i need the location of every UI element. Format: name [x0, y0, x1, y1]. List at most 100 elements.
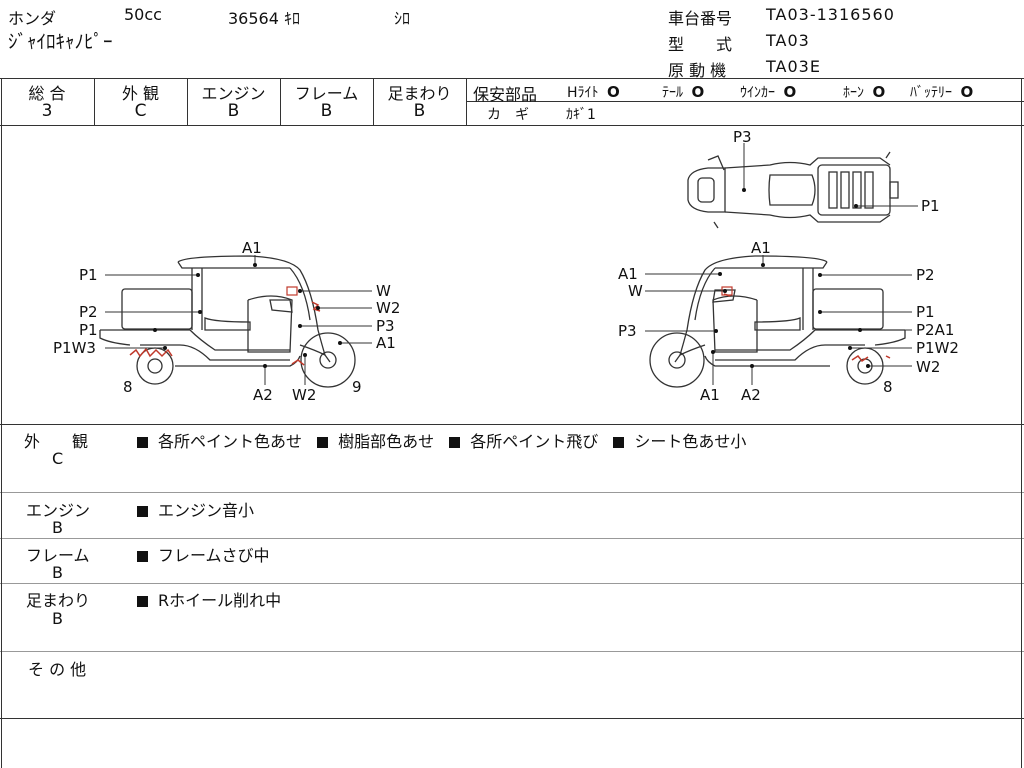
remark-items-engine: エンジン音小 [137, 497, 264, 521]
mileage: 36564 ｷﾛ [228, 9, 300, 28]
scooter-top-view [687, 151, 899, 229]
chassis-label: 車台番号 [668, 9, 733, 28]
divider [0, 492, 1024, 493]
bullet-icon [449, 437, 461, 448]
diagram-label: P1W3 [53, 339, 96, 357]
check-mark: O [606, 83, 620, 101]
diagram-label: P1 [79, 266, 98, 284]
divider [1021, 78, 1022, 768]
bullet-icon [317, 437, 329, 448]
divider [94, 78, 95, 125]
remark-title-suspension: 足まわり [26, 591, 91, 610]
diagram-label: 8 [883, 378, 893, 396]
divider [280, 78, 281, 125]
grade-exterior: C [134, 101, 147, 121]
safety-item-headlight: Hﾗｲﾄ O [567, 83, 620, 101]
model-name: ｼﾞｬｲﾛｷｬﾉﾋﾟｰ [8, 31, 113, 53]
grade-engine: B [227, 101, 240, 121]
divider [373, 78, 374, 125]
check-mark: O [691, 83, 705, 101]
diagram-label: W [628, 282, 643, 300]
remark-title-frame: フレーム [26, 546, 90, 565]
diagram-label: A1 [242, 239, 262, 257]
damage-box [286, 286, 298, 296]
grade-frame: B [320, 101, 333, 121]
bullet-icon [137, 506, 148, 517]
divider [0, 78, 1024, 79]
diagram-label: A1 [751, 239, 771, 257]
diagram-label: W [376, 282, 391, 300]
grade-header-exterior: 外 観 [121, 84, 160, 103]
diagram-label: P2 [79, 303, 98, 321]
engine-label: 原 動 機 [668, 61, 727, 80]
safety-item-horn: ﾎｰﾝ O [843, 83, 886, 101]
key-value: ｶｷﾞ1 [566, 107, 596, 123]
engine-value: TA03E [766, 57, 821, 76]
remark-title-exterior: 外 観 [24, 432, 89, 451]
remark-title-other: そ の 他 [28, 660, 87, 679]
divider [467, 101, 1024, 102]
diagram-label: P2A1 [916, 321, 955, 339]
grade-header-suspension: 足まわり [387, 84, 452, 103]
diagram-label: P3 [376, 317, 395, 335]
remark-items-suspension: Rホイール削れ中 [137, 587, 291, 611]
divider [0, 583, 1024, 584]
diagram-label: A1 [700, 386, 720, 404]
diagram-label: P1 [79, 321, 98, 339]
color: ｼﾛ [394, 9, 411, 28]
bullet-icon [137, 551, 148, 562]
maker: ホンダ [8, 9, 57, 28]
divider [1, 78, 2, 768]
check-mark: O [783, 83, 797, 101]
diagram-label: P1 [916, 303, 935, 321]
grade-header-engine: エンジン [201, 84, 266, 103]
safety-item-taillight: ﾃｰﾙ O [662, 83, 705, 101]
diagram-label: P3 [618, 322, 637, 340]
type-label: 型 式 [668, 35, 733, 54]
scooter-side-view-left [99, 255, 356, 388]
check-mark: O [960, 83, 974, 101]
diagram-label: P1W2 [916, 339, 959, 357]
divider [0, 424, 1024, 425]
damage-marks [129, 293, 891, 366]
diagram-label: A1 [618, 265, 638, 283]
key-label: カ ギ [487, 107, 529, 123]
grade-header-overall: 総 合 [28, 84, 66, 103]
chassis-value: TA03-1316560 [766, 5, 895, 24]
check-mark: O [872, 83, 886, 101]
remark-grade-exterior: C [52, 449, 64, 468]
diagram-label: W2 [292, 386, 317, 404]
leader-dots [153, 188, 870, 368]
diagram-label: A2 [741, 386, 761, 404]
diagram-label: 8 [123, 378, 133, 396]
bullet-icon [137, 596, 148, 607]
grade-suspension: B [413, 101, 426, 121]
divider [0, 125, 1024, 126]
remark-items-exterior: 各所ペイント色あせ 樹脂部色あせ 各所ペイント飛び シート色あせ小 [137, 428, 756, 452]
divider [187, 78, 188, 125]
displacement: 50cc [124, 5, 162, 24]
divider [0, 718, 1024, 719]
remark-grade-frame: B [52, 563, 63, 582]
diagram-label: P2 [916, 266, 935, 284]
bullet-icon [137, 437, 148, 448]
type-value: TA03 [766, 31, 810, 50]
damage-box [721, 286, 733, 296]
grade-overall: 3 [41, 101, 53, 121]
diagram-label: W2 [376, 299, 401, 317]
remark-title-engine: エンジン [26, 501, 91, 520]
safety-parts-label: 保安部品 [473, 85, 538, 104]
safety-item-battery: ﾊﾞｯﾃﾘｰ O [910, 83, 974, 101]
scooter-side-view-right [649, 255, 906, 388]
leader-lines [105, 143, 918, 385]
diagram-label: A1 [376, 334, 396, 352]
divider [0, 538, 1024, 539]
remark-items-frame: フレームさび中 [137, 542, 280, 566]
safety-item-winker: ｳｲﾝｶｰ O [740, 83, 797, 101]
diagram-label: 9 [352, 378, 362, 396]
remark-grade-suspension: B [52, 609, 63, 628]
divider [0, 651, 1024, 652]
diagram-label: P1 [921, 197, 940, 215]
divider [466, 78, 467, 125]
grade-header-frame: フレーム [294, 84, 359, 103]
